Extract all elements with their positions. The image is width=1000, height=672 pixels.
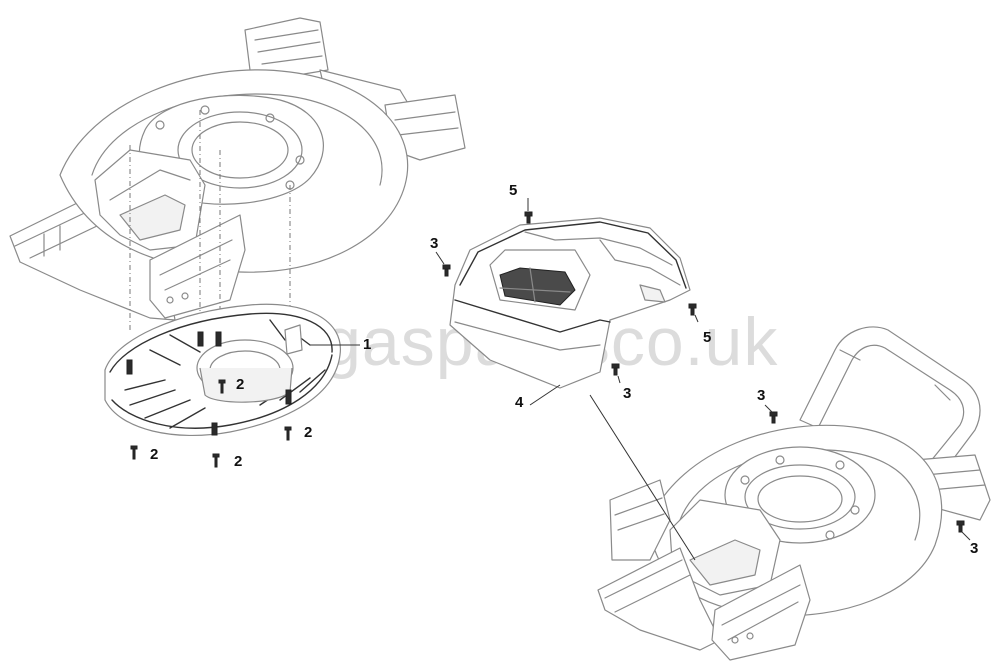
- part-number-label: 2: [236, 376, 244, 393]
- screw-icon: [524, 211, 533, 224]
- screw-icon: [611, 363, 620, 376]
- part-number-label: 2: [150, 446, 158, 463]
- part-number-label: 3: [623, 385, 631, 402]
- screw-icon: [212, 453, 220, 468]
- leader-lines: [310, 198, 971, 541]
- part-number-label: 3: [970, 540, 978, 557]
- screw-icon: [956, 520, 965, 533]
- part-number-label: 3: [757, 387, 765, 404]
- right-mower-deck: [589, 326, 991, 661]
- part-number-label: 2: [234, 453, 242, 470]
- screw-icon: [284, 426, 292, 441]
- left-mower-deck: [9, 17, 466, 330]
- screw-icon: [442, 264, 451, 277]
- part-number-label: 2: [304, 424, 312, 441]
- screw-icon: [130, 445, 138, 460]
- part-number-label: 5: [509, 182, 517, 199]
- screw-icon-group-2: [130, 379, 292, 468]
- screw-icon: [218, 379, 226, 394]
- part-number-label: 4: [515, 394, 524, 411]
- part-number-label: 5: [703, 329, 711, 346]
- screw-icon: [769, 411, 778, 424]
- part-4-cover: [449, 217, 691, 389]
- part-1-deflector: [104, 303, 341, 437]
- part-number-label: 3: [430, 235, 438, 252]
- screw-icon: [688, 303, 697, 316]
- part-number-label: 1: [363, 336, 371, 353]
- screw-icon-group-3-5: [442, 211, 965, 533]
